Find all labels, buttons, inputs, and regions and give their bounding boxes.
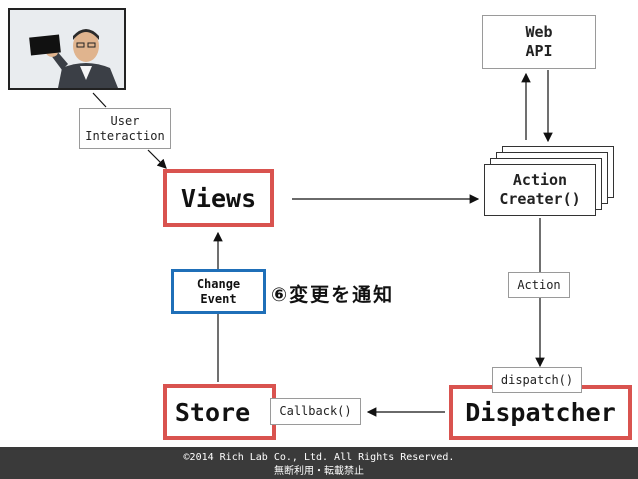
person-photo-icon [8, 8, 126, 90]
user-interaction-box: User Interaction [79, 108, 171, 149]
dispatch-label: dispatch() [492, 367, 582, 393]
action-label: Action [508, 272, 570, 298]
change-event-box: Change Event [171, 269, 266, 314]
usage-notice-line: 無断利用・転載禁止 [274, 466, 364, 477]
store-node: Store [163, 384, 276, 440]
store-label: Store [174, 397, 251, 427]
views-node: Views [163, 169, 274, 227]
photo-to-interaction-line [92, 92, 107, 108]
interaction-to-views-arrow [147, 149, 167, 169]
callback-label: Callback() [270, 398, 361, 425]
dispatcher-node: Dispatcher [449, 385, 632, 440]
notify-annotation: ⑥変更を通知 [271, 284, 395, 306]
web-api-box: Web API [482, 15, 596, 69]
dispatcher-label: Dispatcher [465, 398, 616, 427]
views-label: Views [180, 183, 257, 213]
copyright-line: ©2014 Rich Lab Co., Ltd. All Rights Rese… [183, 452, 455, 463]
action-creater-box: Action Creater() [484, 164, 596, 216]
copyright-footer: ©2014 Rich Lab Co., Ltd. All Rights Rese… [0, 447, 638, 479]
